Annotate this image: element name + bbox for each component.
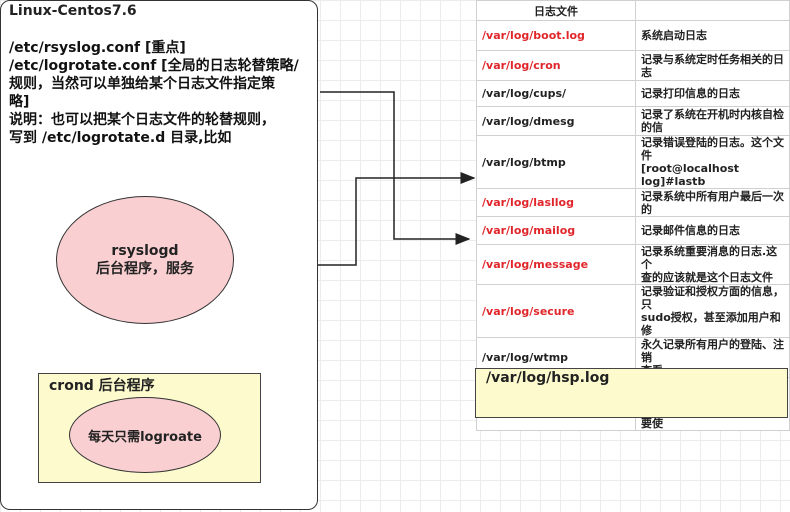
logrotate-conf-line: /etc/logrotate.conf [全局的日志轮替策略/ 规则，当然可以单…	[9, 58, 299, 110]
table-row: /var/log/cups/记录打印信息的日志	[476, 80, 790, 107]
log-description: 记录打印信息的日志	[635, 80, 790, 107]
rsyslogd-name: rsyslogd	[111, 243, 179, 259]
rsyslogd-node: rsyslogd 后台程序，服务	[56, 196, 234, 324]
log-path: /var/log/dmesg	[476, 106, 636, 136]
hsp-log-label: /var/log/hsp.log	[486, 370, 610, 386]
log-path: /var/log/cups/	[476, 80, 636, 107]
log-path: /var/log/boot.log	[476, 20, 636, 51]
log-path: /var/log/message	[476, 244, 636, 285]
log-description: 记录系统中所有用户最后一次的	[635, 188, 790, 217]
header-description	[635, 0, 790, 21]
rsyslogd-desc: 后台程序，服务	[96, 261, 194, 277]
logrotate-d-note: 说明：也可以把某个日志文件的轮替规则， 写到 /etc/logrotate.d …	[9, 112, 275, 146]
crond-title: crond 后台程序	[49, 378, 155, 394]
log-description: 记录与系统定时任务相关的日志	[635, 50, 790, 81]
log-description: 记录错误登陆的日志。这个文件 [root@localhost log]#last…	[635, 135, 790, 189]
log-description: 记录了系统在开机时内核自检的信	[635, 106, 790, 136]
server-description: /etc/rsyslog.conf [重点] /etc/logrotate.co…	[9, 39, 317, 147]
log-description: 记录邮件信息的日志	[635, 216, 790, 245]
log-description: 记录验证和授权方面的信息，只 sudo授权，甚至添加用户和修	[635, 284, 790, 338]
table-header-row: 日志文件	[476, 0, 790, 21]
log-path: /var/log/btmp	[476, 135, 636, 189]
log-path: /var/log/cron	[476, 50, 636, 81]
log-path: /var/log/mailog	[476, 216, 636, 245]
header-log-file: 日志文件	[476, 0, 636, 21]
log-description: 系统启动日志	[635, 20, 790, 51]
log-path: /var/log/lasllog	[476, 188, 636, 217]
server-title: Linux-Centos7.6	[9, 3, 137, 19]
log-description: 记录系统重要消息的日志.这个 查的应该就是这个日志文件	[635, 244, 790, 285]
hsp-log-box: /var/log/hsp.log	[475, 368, 788, 418]
log-path: /var/log/secure	[476, 284, 636, 338]
logrotate-node: 每天只需logroate	[69, 397, 221, 473]
rsyslog-conf-line: /etc/rsyslog.conf [重点]	[9, 40, 186, 56]
arrow-logrotate-conf-to-message	[320, 91, 471, 245]
